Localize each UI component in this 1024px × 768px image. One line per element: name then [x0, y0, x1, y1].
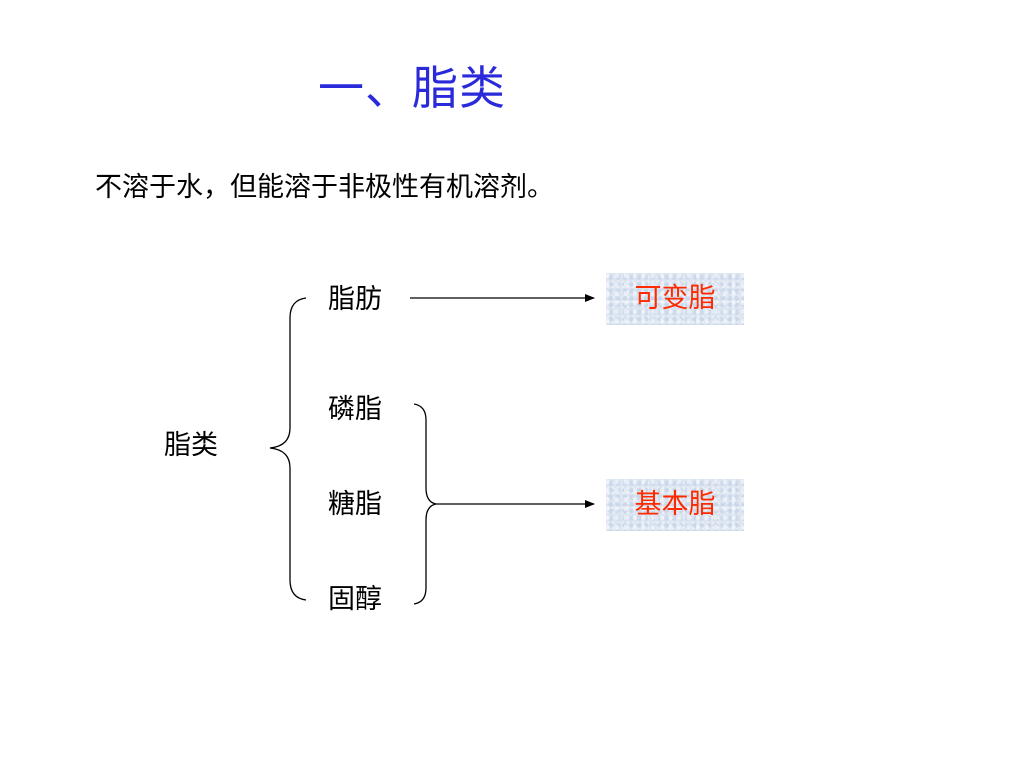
main-brace	[269, 297, 307, 601]
item-sterol: 固醇	[328, 584, 382, 615]
category-basic-lipid: 基本脂	[606, 479, 744, 531]
basic-lipid-brace	[413, 403, 437, 605]
category-variable-lipid: 可变脂	[606, 273, 744, 325]
root-label: 脂类	[164, 430, 218, 461]
slide-title: 一、脂类	[318, 61, 506, 115]
slide-description: 不溶于水，但能溶于非极性有机溶剂。	[95, 172, 554, 203]
item-fat: 脂肪	[328, 284, 382, 315]
item-glycolipid: 糖脂	[328, 489, 382, 520]
item-phospholipid: 磷脂	[328, 394, 382, 425]
